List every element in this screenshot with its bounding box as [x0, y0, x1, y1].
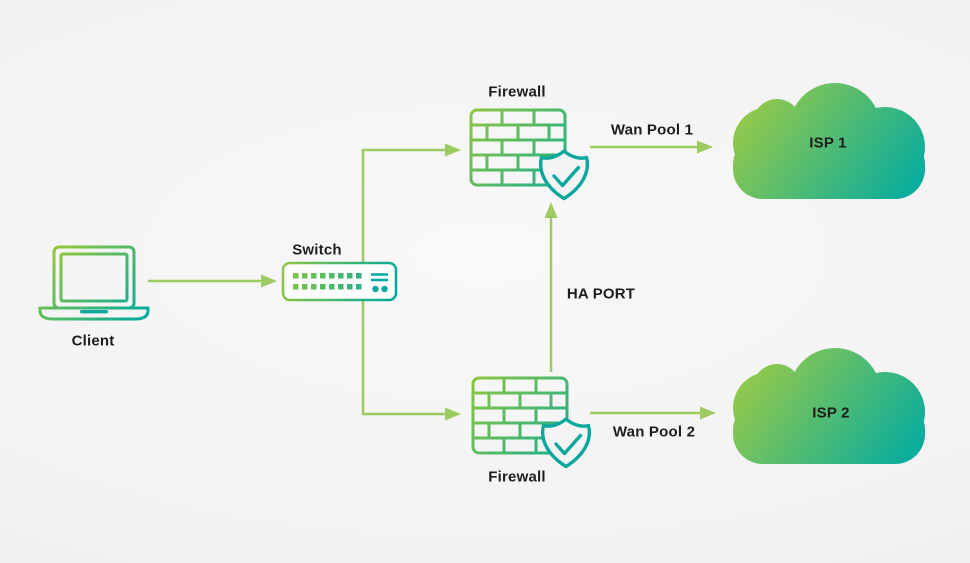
switch-label: Switch	[292, 241, 342, 259]
arrow-switch-to-firewall-top	[361, 148, 446, 263]
connector-arrows	[148, 145, 701, 416]
firewall-bottom-label: Firewall	[488, 468, 546, 486]
firewall-icon-bottom	[471, 376, 591, 469]
switch-icon	[281, 261, 398, 302]
firewall-icon-top	[469, 108, 589, 201]
switch-ports	[293, 273, 362, 290]
arrow-switch-to-firewall-bottom	[361, 300, 446, 416]
isp-2-label: ISP 2	[812, 404, 850, 422]
shield-check-icon	[539, 149, 589, 201]
wan-pool-1-label: Wan Pool 1	[610, 121, 694, 139]
cloud-icon-isp1	[733, 83, 925, 199]
cloud-icon-isp2	[733, 348, 925, 464]
ha-port-label: HA PORT	[566, 285, 636, 303]
client-label: Client	[71, 332, 115, 350]
firewall-top-label: Firewall	[488, 83, 546, 101]
isp-1-label: ISP 1	[809, 134, 847, 152]
wan-pool-2-label: Wan Pool 2	[612, 423, 696, 441]
shield-check-icon	[541, 417, 591, 469]
arrowheads	[261, 140, 716, 421]
switch-status-lights	[371, 273, 388, 293]
laptop-icon	[38, 245, 150, 321]
